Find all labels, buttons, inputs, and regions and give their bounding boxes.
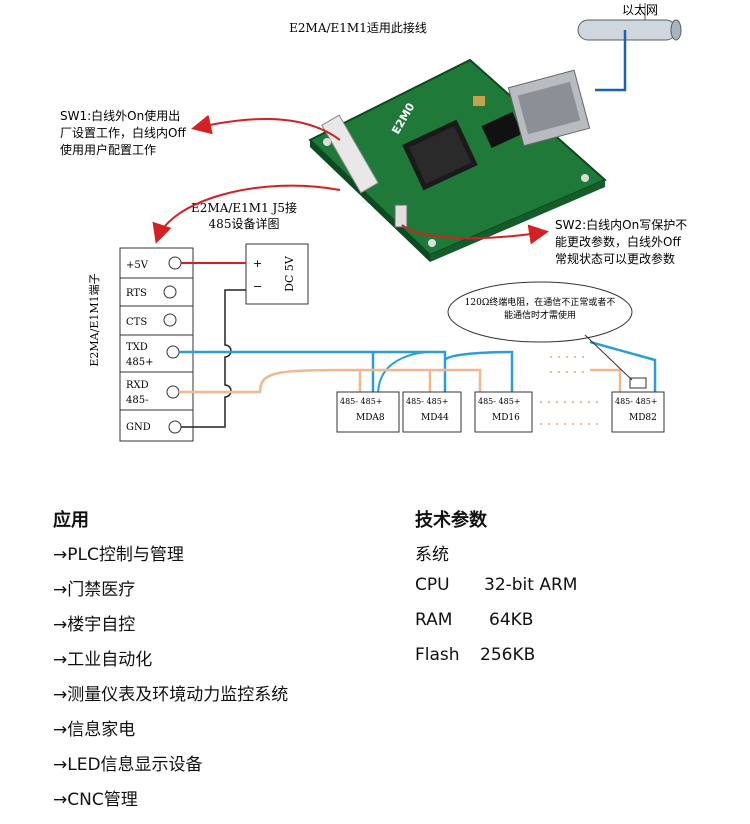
pin-txd-sub: 485+ — [126, 357, 153, 368]
applications-title: 应用 — [53, 510, 89, 531]
svg-text:MDA8: MDA8 — [356, 413, 385, 423]
svg-text:485- 485+: 485- 485+ — [406, 397, 449, 406]
app-item: →门禁医疗 — [53, 580, 136, 600]
pin-rts: RTS — [126, 288, 147, 299]
applications-section: 应用 — [53, 506, 89, 532]
device-md16: 485- 485+ MD16 — [474, 391, 533, 433]
app-item: →楼宇自控 — [53, 615, 136, 635]
pin-5v: +5V — [126, 260, 149, 271]
app-item: →PLC控制与管理 — [53, 545, 184, 565]
svg-text:−: − — [253, 280, 262, 293]
spec-row-flash: Flash 256KB — [415, 645, 535, 665]
pin-cts: CTS — [126, 317, 147, 328]
termination-note-bubble — [447, 281, 633, 343]
device-md44: 485- 485+ MD44 — [402, 391, 462, 433]
terminal-block: E2MA/E1M1端子 +5V RTS CTS TXD 485+ RXD 485… — [88, 247, 194, 442]
pin-gnd: GND — [126, 422, 151, 433]
specs-section: 技术参数 — [415, 506, 487, 532]
wiring-diagram: E2MA/E1M1适用此接线 以太网 E2M0 SW1:白线外On使用出 厂设置… — [60, 2, 687, 442]
app-item: →LED信息显示设备 — [53, 755, 203, 775]
svg-text:SW2:白线内On写保护不: SW2:白线内On写保护不 — [555, 217, 687, 232]
app-item: →测量仪表及环境动力监控系统 — [53, 685, 289, 705]
j5-label-line2: 485设备详图 — [209, 216, 280, 231]
spec-key: Flash — [415, 645, 460, 665]
device-md82: 485- 485+ MD82 — [611, 391, 665, 433]
pin-txd-label: TXD — [126, 342, 148, 353]
svg-text:使用用户配置工作: 使用用户配置工作 — [60, 142, 156, 157]
spec-key: CPU — [415, 575, 450, 595]
module-board: E2M0 — [308, 58, 607, 262]
pin-rxd-label: RXD — [126, 380, 149, 391]
ethernet-label: 以太网 — [622, 2, 658, 17]
app-item: →信息家电 — [53, 720, 136, 740]
sw2-note: SW2:白线内On写保护不 能更改参数，白线外Off 常规状态可以更改参数 — [401, 217, 687, 266]
spec-row-ram: RAM 64KB — [415, 610, 533, 630]
svg-text:485- 485+: 485- 485+ — [615, 397, 658, 406]
svg-text:MD44: MD44 — [421, 413, 449, 423]
termination-note-line1: 120Ω终端电阻，在通信不正常或者不 — [465, 296, 616, 308]
svg-text:MD16: MD16 — [492, 413, 520, 423]
svg-text:能更改参数，白线外Off: 能更改参数，白线外Off — [555, 234, 681, 249]
spec-row-cpu: CPU 32-bit ARM — [415, 575, 577, 595]
specs-title: 技术参数 — [415, 510, 487, 531]
spec-value: 32-bit ARM — [484, 575, 578, 595]
svg-text:485- 485+: 485- 485+ — [478, 397, 521, 406]
j5-label-line1: E2MA/E1M1 J5接 — [191, 200, 297, 215]
dc-supply: + − DC 5V — [245, 243, 309, 305]
spec-value: 256KB — [480, 645, 536, 665]
dc-label: DC 5V — [283, 255, 296, 292]
spec-key: RAM — [415, 610, 453, 630]
svg-text:485- 485+: 485- 485+ — [340, 397, 383, 406]
app-item: →工业自动化 — [53, 650, 153, 670]
ethernet-cable: 以太网 — [577, 2, 682, 92]
svg-text:厂设置工作，白线内Off: 厂设置工作，白线内Off — [60, 125, 186, 140]
terminal-title: E2MA/E1M1端子 — [88, 273, 101, 366]
svg-text:MD82: MD82 — [629, 413, 657, 423]
device-mda8: 485- 485+ MDA8 — [336, 391, 400, 433]
termination-resistor — [629, 377, 647, 389]
termination-note-line2: 能通信时才需使用 — [504, 309, 576, 321]
svg-text:常规状态可以更改参数: 常规状态可以更改参数 — [555, 251, 675, 266]
svg-text:SW1:白线外On使用出: SW1:白线外On使用出 — [60, 108, 180, 123]
svg-text:+: + — [253, 257, 262, 270]
specs-subtitle: 系统 — [415, 545, 449, 565]
diagram-title: E2MA/E1M1适用此接线 — [289, 20, 427, 35]
pin-rxd-sub: 485- — [126, 395, 148, 406]
sw1-note: SW1:白线外On使用出 厂设置工作，白线内Off 使用用户配置工作 — [60, 108, 341, 157]
app-item: →CNC管理 — [53, 790, 138, 810]
spec-value: 64KB — [489, 610, 534, 630]
